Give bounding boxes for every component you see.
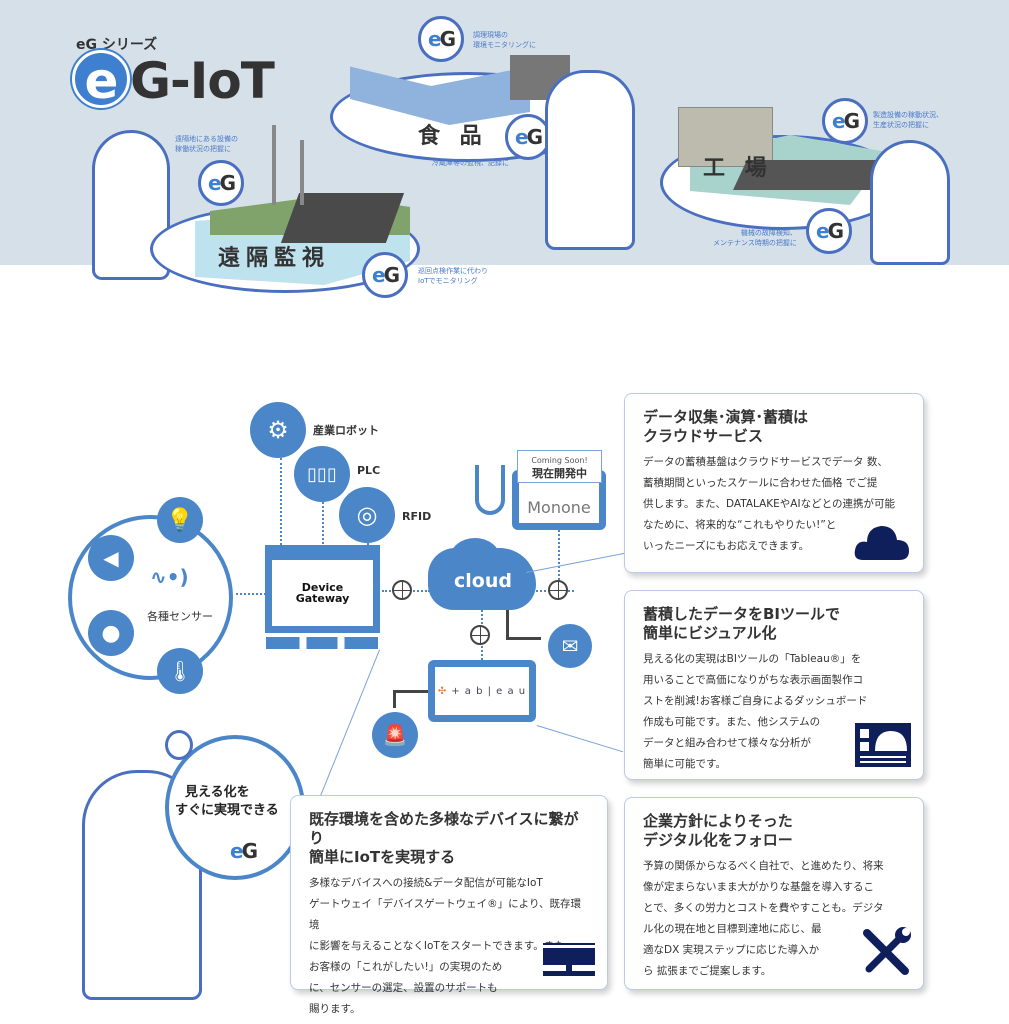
card-title: 企業方針によりそった デジタル化をフォロー (643, 812, 793, 849)
light-bulb-idea-icon (165, 730, 193, 760)
lockers (678, 107, 773, 167)
monitor-top (265, 545, 380, 553)
sensor-wave-icon: ∿•) (150, 565, 189, 589)
monitor-base (266, 637, 378, 649)
arrow-to-alert (393, 690, 396, 708)
card-title: データ収集･演算･蓄積は クラウドサービス (643, 408, 809, 445)
sensors-label: 各種センサー (147, 610, 213, 623)
coming-soon-label: Coming Soon! 現在開発中 (517, 450, 602, 483)
plc-icon: ▯▯▯ (294, 446, 350, 502)
alert-light-icon: 🚨 (372, 712, 418, 758)
tableau-logo-icon: ✣ (437, 685, 448, 697)
food-note-2: 冷蔵庫等の監視、記録に (432, 159, 509, 167)
wind-turbine (272, 125, 276, 205)
card-body: 見える化の実現はBIツールの「Tableau®」を 用いることで高価になりがちな… (643, 653, 868, 770)
leader-line (319, 649, 380, 799)
worker-character-illustration (870, 140, 950, 265)
arrow-to-mail (506, 610, 509, 640)
connector (236, 593, 266, 595)
cloud-label: cloud (454, 570, 512, 592)
scene-label-remote: 遠隔監視 (218, 246, 331, 271)
cloud-bump (450, 538, 500, 578)
rfid-label: RFID (402, 510, 432, 523)
industrial-robot-icon: ⚙ (250, 402, 306, 458)
connector (322, 502, 324, 552)
remote-note-2: 巡回点検作業に代わり IoTでモニタリング (418, 267, 488, 285)
feature-card-bi: 蓄積したデータをBIツールで 簡単にビジュアル化 見える化の実現はBIツールの「… (624, 590, 924, 780)
mail-icon: ✉ (548, 624, 592, 668)
arrow-to-mail (506, 637, 541, 640)
globe-icon (470, 625, 490, 645)
factory-note-2: 機械の故障検知、 メンテナンス時期の把握に (713, 229, 797, 247)
rfid-icon: ◎ (339, 487, 395, 543)
speech-text: 見える化を すぐに実現できる (175, 785, 279, 818)
chef-character-illustration (545, 70, 635, 250)
feature-card-digital: 企業方針によりそった デジタル化をフォロー 予算の関係からなるべく自社で、と進め… (624, 797, 924, 990)
leader-line (536, 725, 624, 753)
thermometer-icon: 🌡 (157, 648, 203, 694)
card-body: 予算の関係からなるべく自社で、と進めたり、将来 像が定まらないまま大がかりな基盤… (643, 860, 884, 977)
wind-turbine (300, 140, 304, 205)
scene-label-factory: 工 場 (703, 156, 773, 181)
water-drop-icon: ● (88, 610, 134, 656)
globe-icon (392, 580, 412, 600)
food-note-1: 調理現場の 環境モニタリングに (473, 31, 536, 49)
card-body: 多様なデバイスへの接続&データ配信が可能なIoT ゲートウェイ「デバイスゲートウ… (309, 877, 582, 1015)
feature-card-gateway: 既存環境を含めた多様なデバイスに繋がり 簡単にIoTを実現する 多様なデバイスへ… (290, 795, 608, 1015)
device-gateway-monitor: Device Gateway (265, 553, 380, 633)
robot-label: 産業ロボット (313, 424, 379, 437)
globe-icon (548, 580, 568, 600)
scene-label-food: 食 品 (418, 124, 488, 149)
series-label: eG シリーズ (76, 37, 158, 53)
man-character-illustration (92, 130, 170, 280)
factory-note-1: 製造設備の稼動状況、 生産状況の把握に (873, 111, 943, 129)
tools-icon (863, 927, 911, 975)
speech-bubble (165, 735, 305, 880)
tableau-box: ✣+ a b | e a u (428, 660, 536, 722)
leader-line (526, 552, 627, 573)
arrow-to-alert (393, 690, 428, 693)
dashboard-icon (855, 723, 911, 767)
cloud-icon (854, 526, 909, 560)
card-title: 既存環境を含めた多様なデバイスに繋がり 簡単にIoTを実現する (309, 810, 579, 866)
card-title: 蓄積したデータをBIツールで 簡単にビジュアル化 (643, 605, 841, 642)
remote-note-1: 遠隔地にある設備の 稼働状況の把握に (175, 135, 238, 153)
network-device-icon (543, 943, 595, 976)
speaker-icon: ◀ (88, 535, 134, 581)
light-bulb-icon: 💡 (157, 497, 203, 543)
connector (280, 458, 282, 553)
stethoscope-icon (475, 465, 505, 515)
connector (558, 530, 560, 580)
sensor-ring (68, 515, 233, 680)
card-body: データの蓄積基盤はクラウドサービスでデータ 数、 蓄積期間といったスケールに合わ… (643, 456, 895, 552)
feature-card-cloud: データ収集･演算･蓄積は クラウドサービス データの蓄積基盤はクラウドサービスで… (624, 393, 924, 573)
plc-label: PLC (357, 464, 381, 477)
